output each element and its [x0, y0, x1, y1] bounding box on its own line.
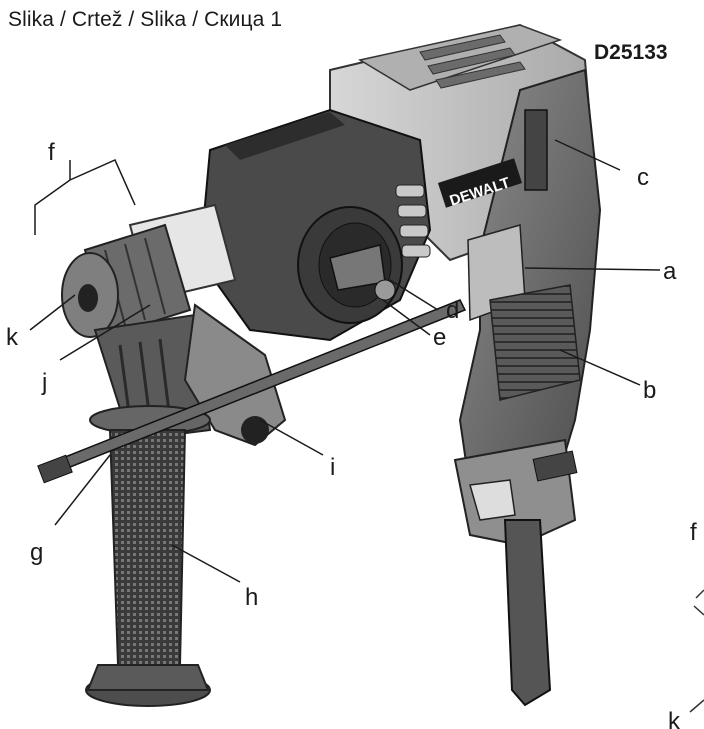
- callout-f: f: [48, 139, 55, 166]
- callout-d: d: [446, 297, 459, 324]
- callout-e: e: [433, 324, 446, 351]
- callout-f-inset: f: [690, 519, 697, 546]
- gearbox-housing: [198, 108, 432, 342]
- side-handle: [85, 303, 287, 707]
- figure-title: Slika / Crtež / Slika / Скица 1: [8, 8, 283, 31]
- inset-fragment: [689, 589, 704, 713]
- model-number: D25133: [594, 41, 668, 64]
- rear-handle: [453, 68, 602, 707]
- callout-k: k: [6, 324, 19, 351]
- callout-b: b: [643, 377, 656, 404]
- callout-j: j: [41, 369, 47, 396]
- callout-i: i: [330, 454, 335, 481]
- callout-k-inset: k: [668, 708, 681, 729]
- chuck-assembly: [61, 203, 237, 338]
- callout-leaders: [29, 139, 661, 583]
- callout-h: h: [245, 584, 258, 611]
- callout-a: a: [663, 258, 677, 285]
- callout-g: g: [30, 539, 43, 566]
- depth-rod: [37, 299, 467, 484]
- callout-c: c: [637, 164, 649, 191]
